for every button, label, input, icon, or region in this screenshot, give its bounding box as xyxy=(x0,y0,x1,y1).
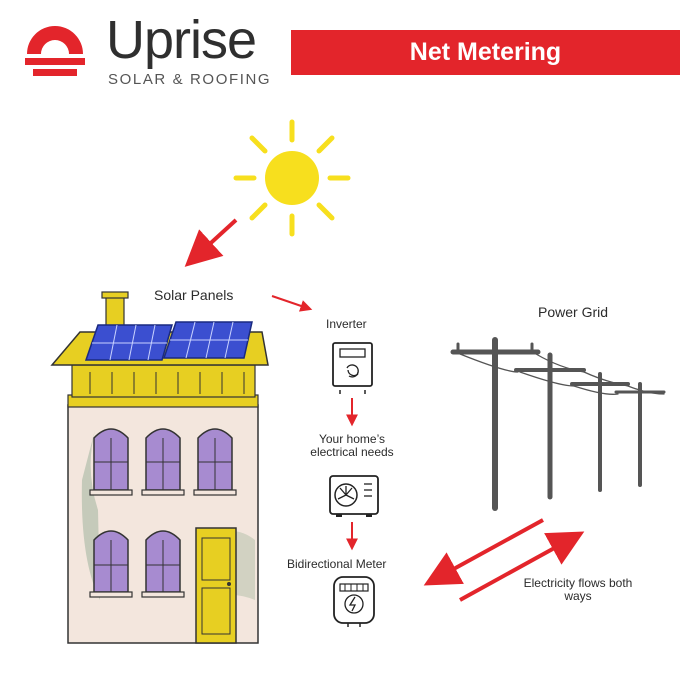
flow-note-label: Electricity flows both ways xyxy=(523,576,633,603)
meter-icon xyxy=(333,576,375,627)
brand-name: Uprise xyxy=(106,10,257,70)
sun-to-panels-arrow xyxy=(184,218,238,267)
utility-pole-icon xyxy=(450,337,541,511)
power-grid xyxy=(450,337,666,511)
meter-to-grid-arrow xyxy=(459,531,585,602)
solar-panels-label: Solar Panels xyxy=(154,287,234,303)
meter-label: Bidirectional Meter xyxy=(287,557,387,571)
house-illustration xyxy=(50,291,269,644)
ac-unit-icon xyxy=(329,475,379,517)
inverter-label: Inverter xyxy=(326,317,367,331)
utility-pole-icon xyxy=(614,382,666,487)
power-grid-label: Power Grid xyxy=(538,304,609,320)
title-banner: Net Metering xyxy=(291,30,680,75)
solar-panels-icon xyxy=(84,321,253,361)
home-needs-label: Your home’s electrical needs xyxy=(310,432,394,459)
brand-tagline: SOLAR & ROOFING xyxy=(108,71,272,88)
logo-sun-icon xyxy=(25,26,85,76)
inverter-icon xyxy=(332,342,373,394)
sun-icon xyxy=(233,119,351,237)
utility-pole-icon xyxy=(514,352,586,500)
page-title: Net Metering xyxy=(409,38,562,66)
grid-to-meter-arrow xyxy=(423,518,544,586)
panels-to-inverter-arrow xyxy=(271,295,313,312)
